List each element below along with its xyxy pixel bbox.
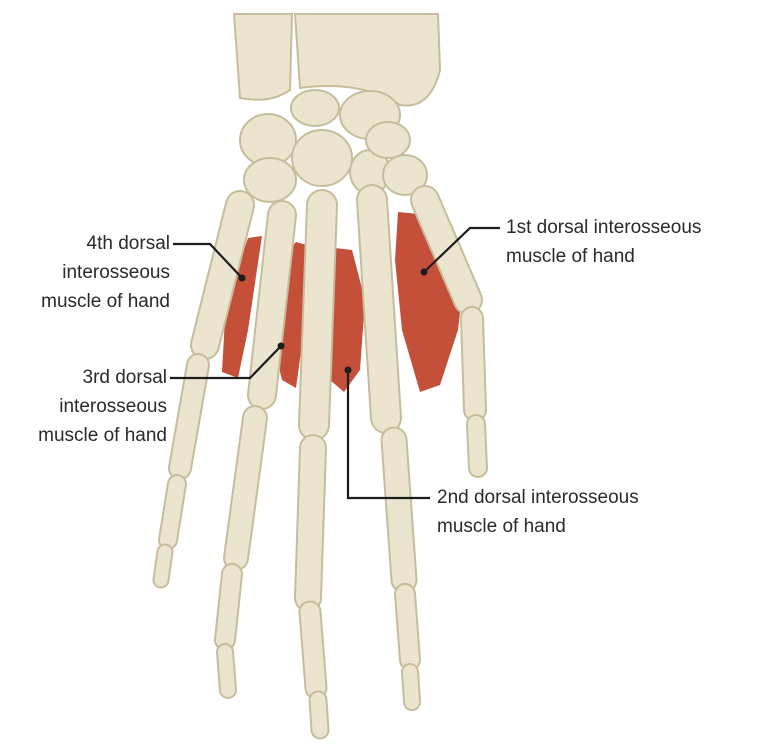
label-line: muscle of hand <box>38 425 167 446</box>
leader-line-first <box>423 226 500 273</box>
leader-line-fourth <box>173 242 243 279</box>
label-first-dorsal-interosseous: 1st dorsal interosseous muscle of hand <box>506 213 701 271</box>
label-line: 1st dorsal interosseous <box>506 217 702 238</box>
middle-middle-phalanx <box>300 602 326 698</box>
ring-proximal-phalanx <box>225 407 266 569</box>
ring-metacarpal <box>249 202 295 408</box>
little-middle-phalanx <box>160 476 185 548</box>
label-line: muscle of hand <box>437 516 566 537</box>
carpal-bones <box>239 89 428 203</box>
leader-dot-second <box>344 366 352 374</box>
forearm-bones <box>232 13 442 107</box>
index-distal-phalanx <box>403 665 419 709</box>
finger-bones <box>152 184 488 740</box>
label-line: interosseous <box>62 262 170 283</box>
middle-metacarpal <box>300 191 336 439</box>
ring-distal-phalanx <box>218 645 235 697</box>
label-line: 2nd dorsal interosseous <box>437 487 639 508</box>
leader-lines <box>170 226 500 500</box>
little-proximal-phalanx <box>170 355 208 478</box>
little-distal-phalanx <box>154 545 172 587</box>
middle-distal-phalanx <box>310 692 328 738</box>
leader-dot-third <box>277 342 285 350</box>
label-line: 3rd dorsal <box>82 367 168 388</box>
little-metacarpal <box>192 192 253 358</box>
label-fourth-dorsal-interosseous: 4th dorsal interosseous muscle of hand <box>41 229 170 316</box>
leader-dot-fourth <box>238 274 246 282</box>
index-proximal-phalanx <box>382 428 416 592</box>
index-metacarpal <box>358 186 400 432</box>
label-line: muscle of hand <box>41 291 170 312</box>
leader-line-third <box>170 345 282 380</box>
index-middle-phalanx <box>396 585 419 669</box>
thumb-proximal-phalanx <box>462 308 485 420</box>
second-dorsal-interosseous <box>326 248 365 392</box>
ring-middle-phalanx <box>216 565 241 649</box>
leader-dot-first <box>420 268 428 276</box>
label-line: interosseous <box>59 396 167 417</box>
label-line: 4th dorsal <box>86 233 170 254</box>
middle-proximal-phalanx <box>296 436 325 610</box>
label-third-dorsal-interosseous: 3rd dorsal interosseous muscle of hand <box>38 363 167 450</box>
label-second-dorsal-interosseous: 2nd dorsal interosseous muscle of hand <box>437 483 639 541</box>
label-line: muscle of hand <box>506 246 635 267</box>
fourth-dorsal-interosseous <box>222 236 262 378</box>
leader-line-second <box>346 370 430 500</box>
thumb-distal-phalanx <box>468 416 486 476</box>
